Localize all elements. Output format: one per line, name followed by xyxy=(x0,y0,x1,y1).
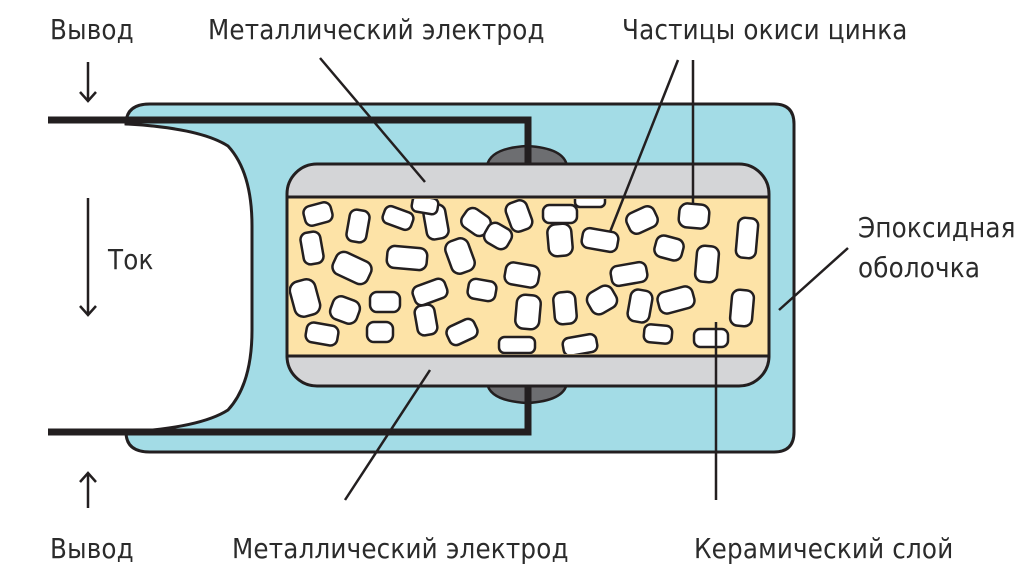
zinc-oxide-grain xyxy=(482,221,514,251)
zinc-oxide-grain xyxy=(497,335,537,354)
leader-electrode-top xyxy=(319,57,426,183)
zinc-oxide-grain xyxy=(552,290,578,326)
arrow-down-icon xyxy=(79,62,97,103)
zinc-oxide-grain xyxy=(410,199,440,216)
zinc-oxide-grain xyxy=(692,327,730,349)
zinc-oxide-grain xyxy=(734,216,760,260)
zinc-oxide-grain xyxy=(728,288,756,328)
zinc-oxide-grain xyxy=(585,284,619,316)
arrow-up-icon xyxy=(79,471,97,508)
zinc-oxide-grain xyxy=(365,320,395,344)
zinc-oxide-grain xyxy=(677,202,711,230)
zinc-oxide-grain xyxy=(504,199,534,233)
zinc-oxide-grain xyxy=(411,277,449,307)
lead-wire-bottom xyxy=(48,384,532,436)
zinc-oxide-grain xyxy=(466,277,498,303)
zinc-oxide-grain xyxy=(503,261,541,289)
zinc-oxide-grain xyxy=(385,244,429,272)
zinc-oxide-grain xyxy=(413,303,439,337)
zinc-oxide-grain xyxy=(541,203,579,225)
zinc-oxide-particles xyxy=(289,199,760,354)
label-electrode-bottom: Металлический электрод xyxy=(232,532,569,565)
zinc-oxide-grain xyxy=(304,321,340,347)
zinc-oxide-grain xyxy=(381,204,415,232)
zinc-oxide-grain xyxy=(345,208,371,244)
zinc-oxide-grain xyxy=(289,278,322,318)
zinc-oxide-grain xyxy=(514,293,542,331)
zinc-oxide-grain xyxy=(368,290,402,314)
zinc-oxide-grain xyxy=(626,288,654,324)
zinc-oxide-grain xyxy=(302,201,334,227)
zinc-oxide-grain xyxy=(656,285,696,315)
label-lead-top: Вывод xyxy=(50,13,134,46)
zinc-oxide-grain xyxy=(625,204,659,236)
zinc-oxide-grain xyxy=(580,226,620,254)
zinc-oxide-grain xyxy=(573,199,607,209)
leader-zinc-1 xyxy=(608,59,680,233)
zinc-oxide-grain xyxy=(331,250,373,286)
label-epoxy-line1: Эпоксидная xyxy=(858,211,1016,244)
lead-wire-top xyxy=(48,116,532,165)
zinc-oxide-grain xyxy=(299,230,325,266)
label-ceramic: Керамический слой xyxy=(694,532,954,565)
label-current: Ток xyxy=(108,243,154,276)
label-electrode-top: Металлический электрод xyxy=(208,13,545,46)
zinc-oxide-grain xyxy=(653,234,685,262)
zinc-oxide-grain xyxy=(693,244,721,284)
zinc-oxide-grain xyxy=(642,323,674,345)
zinc-oxide-grain xyxy=(609,260,649,288)
zinc-oxide-grain xyxy=(445,317,479,347)
leader-lines xyxy=(319,57,849,501)
zinc-oxide-grain xyxy=(328,295,362,325)
label-lead-bottom: Вывод xyxy=(50,532,134,565)
zinc-oxide-grain xyxy=(444,237,476,275)
label-zinc-oxide: Частицы окиси цинка xyxy=(622,13,908,46)
current-arrow-icon xyxy=(79,198,97,317)
leader-epoxy xyxy=(778,247,849,311)
label-epoxy-line2: оболочка xyxy=(858,251,981,284)
leader-electrode-bottom xyxy=(343,369,432,501)
zinc-oxide-grain xyxy=(561,332,599,354)
zinc-oxide-grain xyxy=(546,222,574,258)
